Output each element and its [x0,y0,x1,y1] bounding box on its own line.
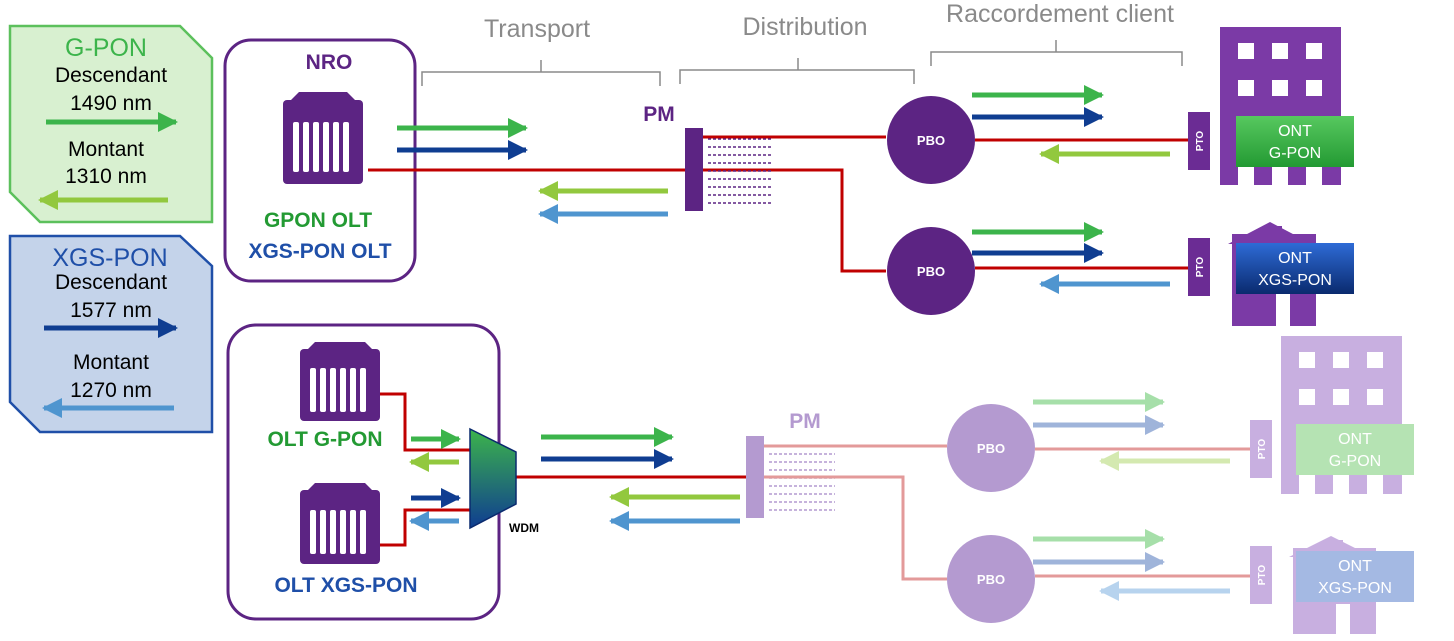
pm-splitter [685,128,772,211]
pm-faded-label: PM [789,410,821,433]
legend-xgs-down-nm: 1577 nm [70,299,152,322]
legend-xgs-title: XGS-PON [52,244,167,272]
pbo-4-label: PBO [977,572,1005,587]
olt-label-xgs: XGS-PON OLT [248,240,391,263]
legend-gpon: G-PON Descendant 1490 nm Montant 1310 nm [8,24,214,224]
olt-gpon-label: OLT G-PON [267,428,382,451]
fiber-drop-1 [700,135,1190,142]
pm-label: PM [643,103,675,126]
section-transport: Transport [421,15,661,86]
ont-xgs-2-line2: XGS-PON [1318,580,1392,597]
fiber-faded-drop-2 [764,475,1252,581]
ont-xgs-1-line2: XGS-PON [1258,272,1332,289]
bottom-network: OLT G-PON OLT XGS-PON WDM [226,323,1414,634]
olt-device-icon [283,92,363,184]
ont-xgs-2: ONT XGS-PON [1296,551,1414,602]
section-transport-label: Transport [484,15,590,43]
wdm-label: WDM [509,521,539,535]
pto-2-label: PTO [1195,257,1206,278]
section-distribution: Distribution [679,13,915,84]
ont-gpon-1-line1: ONT [1278,123,1312,140]
fiber-gpon-to-wdm [380,392,470,452]
olt-xgs-device-icon [300,483,380,564]
legend-gpon-up-label: Montant [68,138,144,161]
nro-label: NRO [306,51,353,74]
ont-xgs-1: ONT XGS-PON [1236,243,1354,294]
legend-xgs: XGS-PON Descendant 1577 nm Montant 1270 … [8,234,214,434]
legend-gpon-title: G-PON [65,34,147,62]
brace-distribution [679,58,915,84]
pto-3-label: PTO [1257,439,1268,460]
ont-xgs-2-line1: ONT [1338,558,1372,575]
pto-1-label: PTO [1195,131,1206,152]
pto-1: PTO [1188,112,1210,170]
ont-gpon-1-line2: G-PON [1269,145,1321,162]
section-distribution-label: Distribution [742,13,867,41]
legend-xgs-up-label: Montant [73,351,149,374]
legend-gpon-down-label: Descendant [55,64,167,87]
section-raccordement: Raccordement client [930,0,1183,66]
ont-gpon-1: ONT G-PON [1236,116,1354,167]
legend-gpon-up-nm: 1310 nm [65,165,147,188]
pbo-1-label: PBO [917,133,945,148]
legend-xgs-down-label: Descendant [55,271,167,294]
olt-gpon-device-icon [300,342,380,421]
pbo-2-label: PBO [917,264,945,279]
section-raccordement-label: Raccordement client [946,0,1174,28]
fiber-drop-2 [700,168,1190,273]
top-network: NRO GPON OLT XGS-PON OLT PM [223,27,1354,326]
brace-transport [421,60,661,86]
brace-raccordement [930,40,1183,66]
ont-xgs-1-line1: ONT [1278,250,1312,267]
pto-3: PTO [1250,420,1272,478]
wdm-multiplexer [469,427,517,530]
pto-2: PTO [1188,238,1210,296]
pbo-4: PBO [947,535,1035,623]
pbo-1: PBO [887,96,975,184]
fiber-faded-drop-1 [764,444,1252,451]
legend-xgs-up-nm: 1270 nm [70,379,152,402]
ont-gpon-2: ONT G-PON [1296,424,1414,475]
olt-xgs-label: OLT XGS-PON [274,574,417,597]
pbo-3: PBO [947,404,1035,492]
pbo-2: PBO [887,227,975,315]
pto-4-label: PTO [1257,565,1268,586]
ont-gpon-2-line1: ONT [1338,431,1372,448]
pm-faded-splitter [746,436,835,518]
fiber-xgs-to-wdm [380,508,470,547]
olt-label-gpon: GPON OLT [264,209,372,232]
pto-4: PTO [1250,546,1272,604]
pbo-3-label: PBO [977,441,1005,456]
ont-gpon-2-line2: G-PON [1329,453,1381,470]
legend-gpon-down-nm: 1490 nm [70,92,152,115]
